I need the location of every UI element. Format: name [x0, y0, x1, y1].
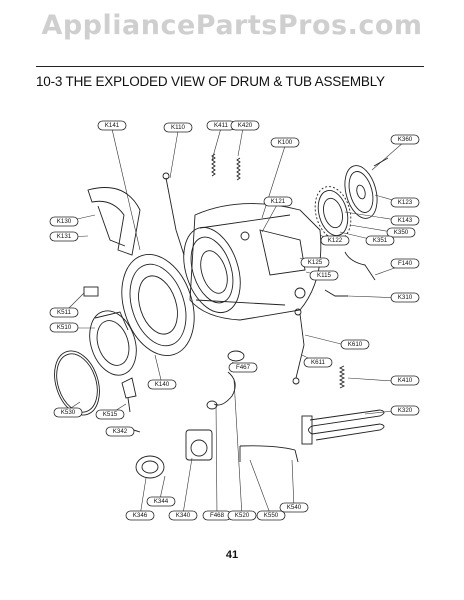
shock-absorber-top	[162, 172, 185, 256]
spring-left	[211, 153, 216, 177]
label-k310-text: K310	[398, 294, 413, 301]
label-k115: K115	[309, 270, 339, 281]
label-k100-text: K100	[278, 139, 293, 146]
front-weight	[87, 187, 141, 256]
label-f140-text: F140	[398, 260, 413, 267]
label-f468-text: F468	[210, 512, 225, 519]
label-k540: K540	[279, 502, 309, 513]
label-k131-text: K131	[57, 233, 72, 240]
label-k360-text: K360	[398, 136, 413, 143]
label-k351-text: K351	[373, 237, 388, 244]
label-k122-text: K122	[328, 237, 343, 244]
label-k611-text: K611	[311, 359, 326, 366]
label-k342-text: K342	[113, 428, 128, 435]
label-k550: K550	[256, 510, 286, 521]
front-tub	[121, 253, 195, 357]
label-k110: K110	[163, 122, 193, 133]
label-k141: K141	[97, 120, 127, 131]
label-k125-text: K125	[308, 259, 323, 266]
label-k143-text: K143	[398, 217, 413, 224]
label-f468: F468	[202, 510, 232, 521]
title-rule	[36, 66, 424, 67]
spring-bottom	[338, 365, 346, 389]
label-k342: K342	[105, 426, 135, 437]
label-k121: K121	[263, 196, 293, 207]
door-gasket	[89, 310, 137, 376]
label-k550-text: K550	[264, 512, 279, 519]
label-f467: F467	[228, 362, 258, 373]
label-k143: K143	[390, 215, 420, 226]
damper	[292, 308, 305, 385]
label-k530-text: K530	[61, 409, 76, 416]
label-f467-text: F467	[236, 364, 251, 371]
label-f140: F140	[390, 258, 420, 269]
label-k420: K420	[230, 120, 260, 131]
label-k320-text: K320	[398, 407, 413, 414]
connector	[324, 289, 348, 297]
label-k115-text: K115	[317, 272, 332, 279]
label-k125: K125	[300, 257, 330, 268]
label-k100: K100	[270, 137, 300, 148]
label-k410: K410	[390, 375, 420, 386]
label-k110-text: K110	[171, 124, 186, 131]
label-k340: K340	[168, 510, 198, 521]
label-k121-text: K121	[271, 198, 286, 205]
label-k123: K123	[390, 197, 420, 208]
label-k310: K310	[390, 292, 420, 303]
label-k122: K122	[320, 235, 350, 246]
watermark: AppliancePartsPros.com	[41, 10, 423, 41]
label-k141-text: K141	[105, 122, 120, 129]
inlet-hose	[239, 445, 299, 463]
label-k511: K511	[49, 307, 79, 318]
label-k130-text: K130	[57, 218, 72, 225]
label-k123-text: K123	[398, 199, 413, 206]
label-k520: K520	[227, 510, 257, 521]
label-k540-text: K540	[287, 504, 302, 511]
section-title: 10-3 THE EXPLODED VIEW OF DRUM & TUB ASS…	[36, 74, 385, 89]
drain-hose	[206, 350, 245, 410]
label-k344: K344	[146, 496, 176, 507]
label-k511-text: K511	[57, 309, 72, 316]
label-k346-text: K346	[133, 512, 148, 519]
label-k510-text: K510	[57, 324, 72, 331]
label-k140: K140	[147, 379, 177, 390]
label-k351: K351	[365, 235, 395, 246]
label-k130: K130	[49, 216, 79, 227]
label-k410-text: K410	[398, 377, 413, 384]
page-number: 41	[225, 549, 239, 561]
label-k411-text: K411	[214, 122, 229, 129]
label-k131: K131	[49, 231, 79, 242]
label-k346: K346	[125, 510, 155, 521]
label-k340-text: K340	[176, 512, 191, 519]
label-k530: K530	[53, 407, 83, 418]
label-k320: K320	[390, 405, 420, 416]
label-k611: K611	[303, 357, 333, 368]
label-k510: K510	[49, 322, 79, 333]
label-k360: K360	[390, 134, 420, 145]
stator	[314, 186, 352, 240]
heater	[301, 409, 385, 445]
label-k610-text: K610	[348, 341, 363, 348]
label-k350: K350	[386, 227, 416, 238]
label-k515-text: K515	[103, 411, 118, 418]
rear-tub	[183, 203, 322, 321]
label-k420-text: K420	[238, 122, 253, 129]
small-block	[83, 286, 99, 297]
label-k520-text: K520	[235, 512, 250, 519]
clamp-ring	[54, 350, 100, 416]
sensor-wire	[344, 251, 376, 281]
label-k515: K515	[95, 409, 125, 420]
hinge-bracket	[121, 377, 137, 413]
label-k610: K610	[340, 339, 370, 350]
spring-right	[236, 157, 241, 181]
label-k350-text: K350	[394, 229, 409, 236]
label-k140-text: K140	[155, 381, 170, 388]
label-k344-text: K344	[154, 498, 169, 505]
